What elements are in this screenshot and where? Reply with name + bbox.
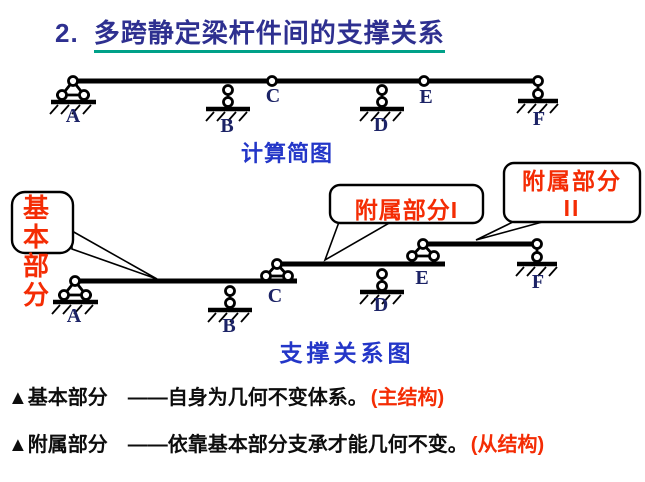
support-f-roller [516,75,559,114]
note-attached-highlight: (从结构) [470,434,545,456]
hinge-e-icon [418,75,430,87]
caption-relation-diagram: 支撑关系图 [279,340,415,366]
support-b-roller [205,84,250,122]
label-f2: F [532,271,544,293]
label-b2: B [222,315,235,337]
callout-attached2-line1: 附属部分 [522,168,622,194]
note-attached-text: ▲附属部分 ——依靠基本部分支承才能几何不变。 [8,434,468,456]
callout-basic-bubble [10,190,75,255]
note-attached-part: ▲附属部分 ——依靠基本部分支承才能几何不变。(从结构) [8,428,544,457]
label-b: B [220,115,233,137]
support-f2-roller [515,238,558,277]
title-number: 2. [55,18,79,48]
support-d-roller [359,84,404,122]
support-a-pin [49,75,96,115]
caption-calc-diagram: 计算简图 [240,141,333,166]
label-d2: D [374,294,388,316]
label-c: C [266,85,280,107]
callout-attached1-bubble [328,183,485,225]
joint-e2-pin [406,238,440,262]
joint-c2-pin [260,258,294,282]
callout-attached2-bubble [502,161,642,224]
label-d: D [374,114,388,136]
support-d2-roller [359,268,404,305]
label-a: A [66,105,81,127]
hinge-c-icon [266,75,278,87]
page-title: 2. 多跨静定梁杆件间的支撑关系 [55,13,445,53]
note-basic-part: ▲基本部分 ——自身为几何不变体系。(主结构) [8,381,444,410]
label-e: E [419,86,432,108]
support-b2-roller [207,285,252,323]
note-basic-text: ▲基本部分 ——自身为几何不变体系。 [8,387,368,409]
callout-basic-label: 基本部分 [22,193,49,310]
callout-basic-tail [71,229,158,280]
support-a2-pin [51,275,98,315]
label-a2: A [67,305,82,327]
callout-attached2-label: 附属部分 II [504,168,640,222]
relation-diagram: A B C [10,161,642,337]
calc-diagram: A B C D E [49,75,559,137]
callout-attached2-tail [475,220,547,241]
callout-attached1-label: 附属部分I [354,197,459,223]
title-text: 多跨静定梁杆件间的支撑关系 [93,18,445,53]
label-e2: E [415,267,428,289]
note-basic-highlight: (主结构) [370,387,445,409]
callout-attached2-line2: II [563,195,581,221]
label-c2: C [268,285,282,307]
label-f: F [533,108,545,130]
callout-attached1-tail [323,221,394,262]
